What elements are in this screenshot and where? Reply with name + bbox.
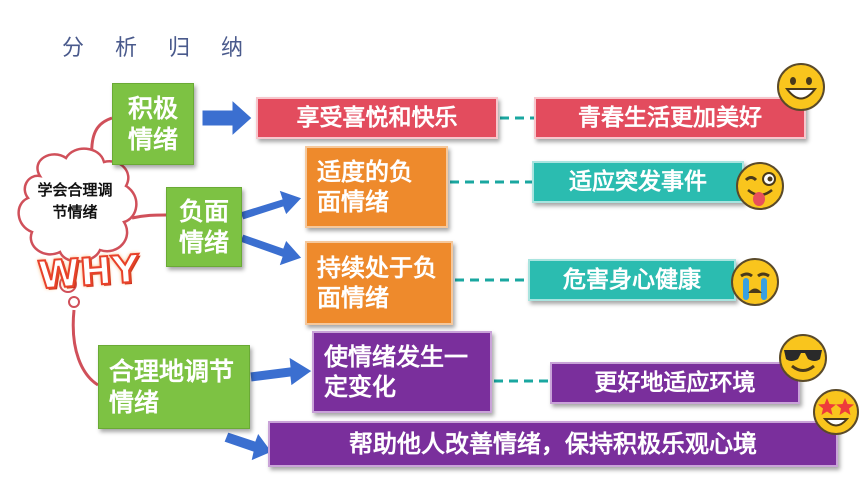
center-topic: 学会合理调节情绪 — [37, 181, 113, 221]
star-eyes-emoji-icon — [813, 389, 859, 435]
why-wordart: WHY — [36, 246, 142, 299]
node-youth-better: 青春生活更加美好 — [534, 97, 806, 139]
node-youth-better-label: 青春生活更加美好 — [578, 104, 762, 131]
arrow-negative-persistent — [239, 233, 303, 267]
node-reasonable-regulation-label: 合理地调节情绪 — [109, 356, 235, 417]
node-negative-emotion-label: 负面情绪 — [178, 196, 229, 257]
node-harm-health: 危害身心健康 — [528, 259, 736, 301]
branch-line-reasonable — [71, 309, 99, 387]
arrow-positive-enjoy — [201, 98, 253, 138]
node-moderate-negative-label: 适度的负面情绪 — [317, 158, 413, 216]
node-positive-emotion: 积极情绪 — [112, 83, 194, 165]
node-change-emotion: 使情绪发生一定变化 — [312, 331, 492, 413]
node-harm-health-label: 危害身心健康 — [563, 266, 701, 293]
node-help-others: 帮助他人改善情绪，保持积极乐观心境 — [268, 421, 838, 467]
node-enjoy-label: 享受喜悦和快乐 — [296, 104, 458, 131]
node-reasonable-regulation: 合理地调节情绪 — [98, 345, 250, 429]
grinning-emoji-icon — [777, 63, 825, 111]
tongue-wink-emoji-icon — [736, 162, 784, 210]
node-persistent-negative: 持续处于负面情绪 — [305, 241, 453, 325]
node-enjoy: 享受喜悦和快乐 — [256, 97, 498, 139]
node-better-adapt-label: 更好地适应环境 — [594, 369, 756, 396]
arrow-reasonable-help — [223, 431, 273, 462]
node-positive-emotion-label: 积极情绪 — [127, 93, 178, 154]
page-title: 分 析 归 纳 — [62, 36, 255, 61]
node-negative-emotion: 负面情绪 — [166, 187, 242, 267]
crying-emoji-icon — [731, 258, 779, 306]
arrow-negative-moderate — [239, 189, 303, 221]
sunglasses-emoji-icon — [779, 334, 827, 382]
arrow-reasonable-change — [249, 356, 313, 387]
node-help-others-label: 帮助他人改善情绪，保持积极乐观心境 — [349, 430, 757, 458]
branch-line-negative — [131, 213, 167, 220]
node-better-adapt: 更好地适应环境 — [550, 362, 800, 404]
node-change-emotion-label: 使情绪发生一定变化 — [324, 343, 468, 401]
node-adapt-sudden: 适应突发事件 — [532, 161, 744, 203]
node-moderate-negative: 适度的负面情绪 — [305, 146, 448, 228]
node-persistent-negative-label: 持续处于负面情绪 — [317, 254, 437, 312]
node-adapt-sudden-label: 适应突发事件 — [569, 168, 707, 195]
